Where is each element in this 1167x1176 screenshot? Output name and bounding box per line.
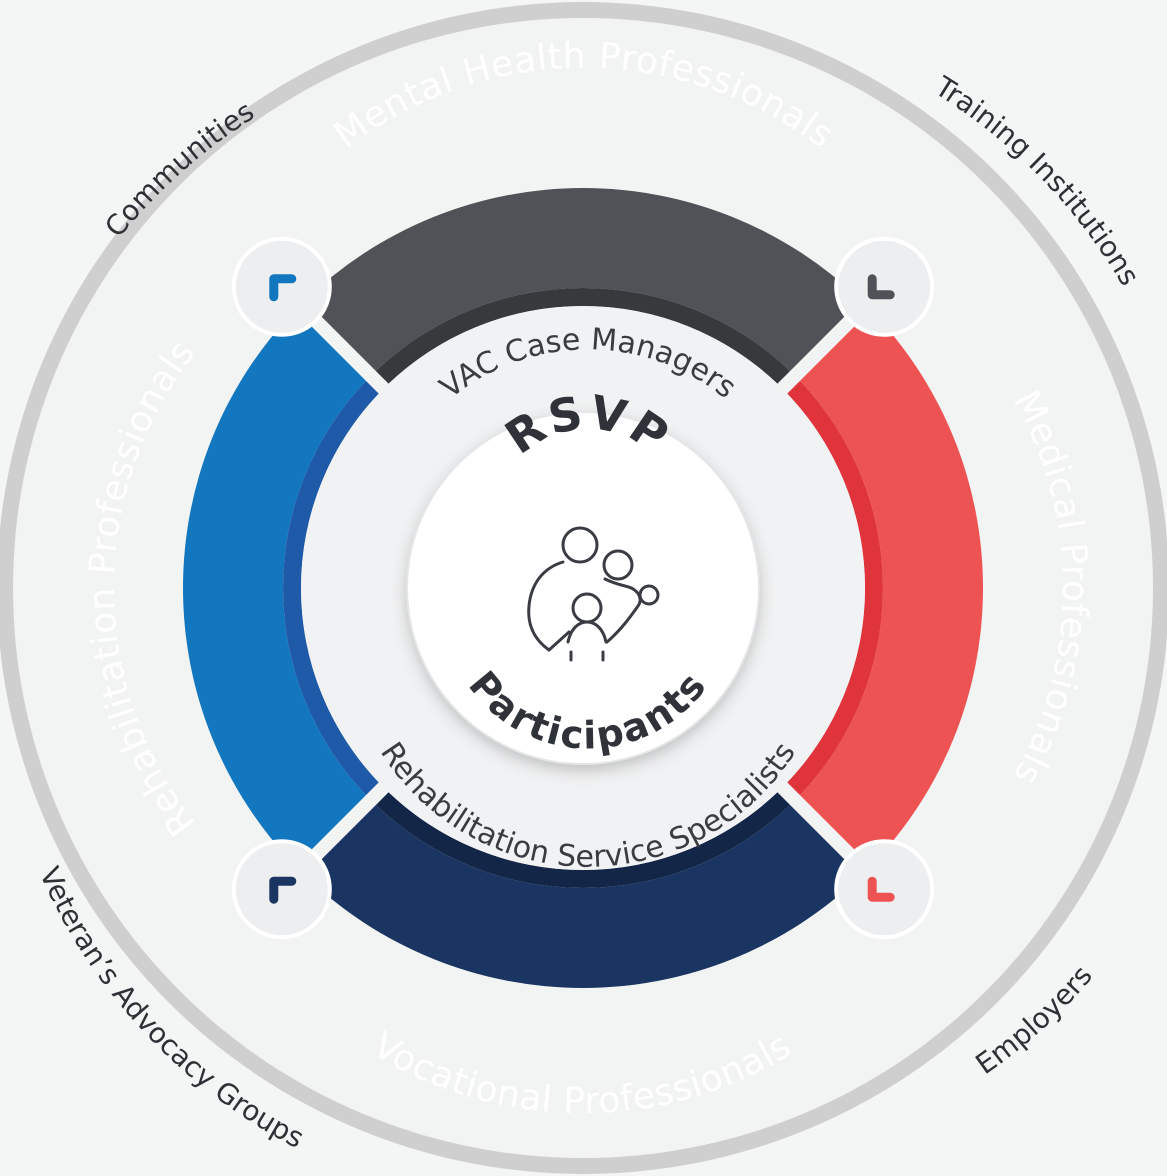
chevron-corner-icon — [867, 876, 895, 902]
center-disc-rim — [406, 411, 760, 765]
segment-medical-inner-band — [787, 380, 883, 796]
corner-badge-bottom-left — [231, 839, 332, 940]
chevron-corner-icon — [867, 274, 895, 300]
segment-vocational — [305, 805, 861, 989]
segment-rehabilitation-inner-band — [283, 380, 379, 796]
segment-ring — [182, 187, 984, 989]
segment-vocational-inner-band — [375, 792, 791, 888]
segment-medical — [800, 310, 984, 866]
family-icon — [527, 526, 660, 662]
segment-rehabilitation — [182, 310, 366, 866]
center-disc — [407, 412, 759, 764]
chevron-corner-icon — [269, 876, 297, 904]
corner-badge-top-left — [231, 236, 332, 337]
corner-badges — [231, 236, 935, 940]
segment-mental-health-inner-band — [375, 288, 791, 384]
corner-badge-bottom-right — [834, 839, 935, 940]
corner-badge-top-right — [834, 236, 935, 337]
chevron-corner-icon — [269, 274, 297, 302]
segment-mental-health — [305, 187, 861, 371]
